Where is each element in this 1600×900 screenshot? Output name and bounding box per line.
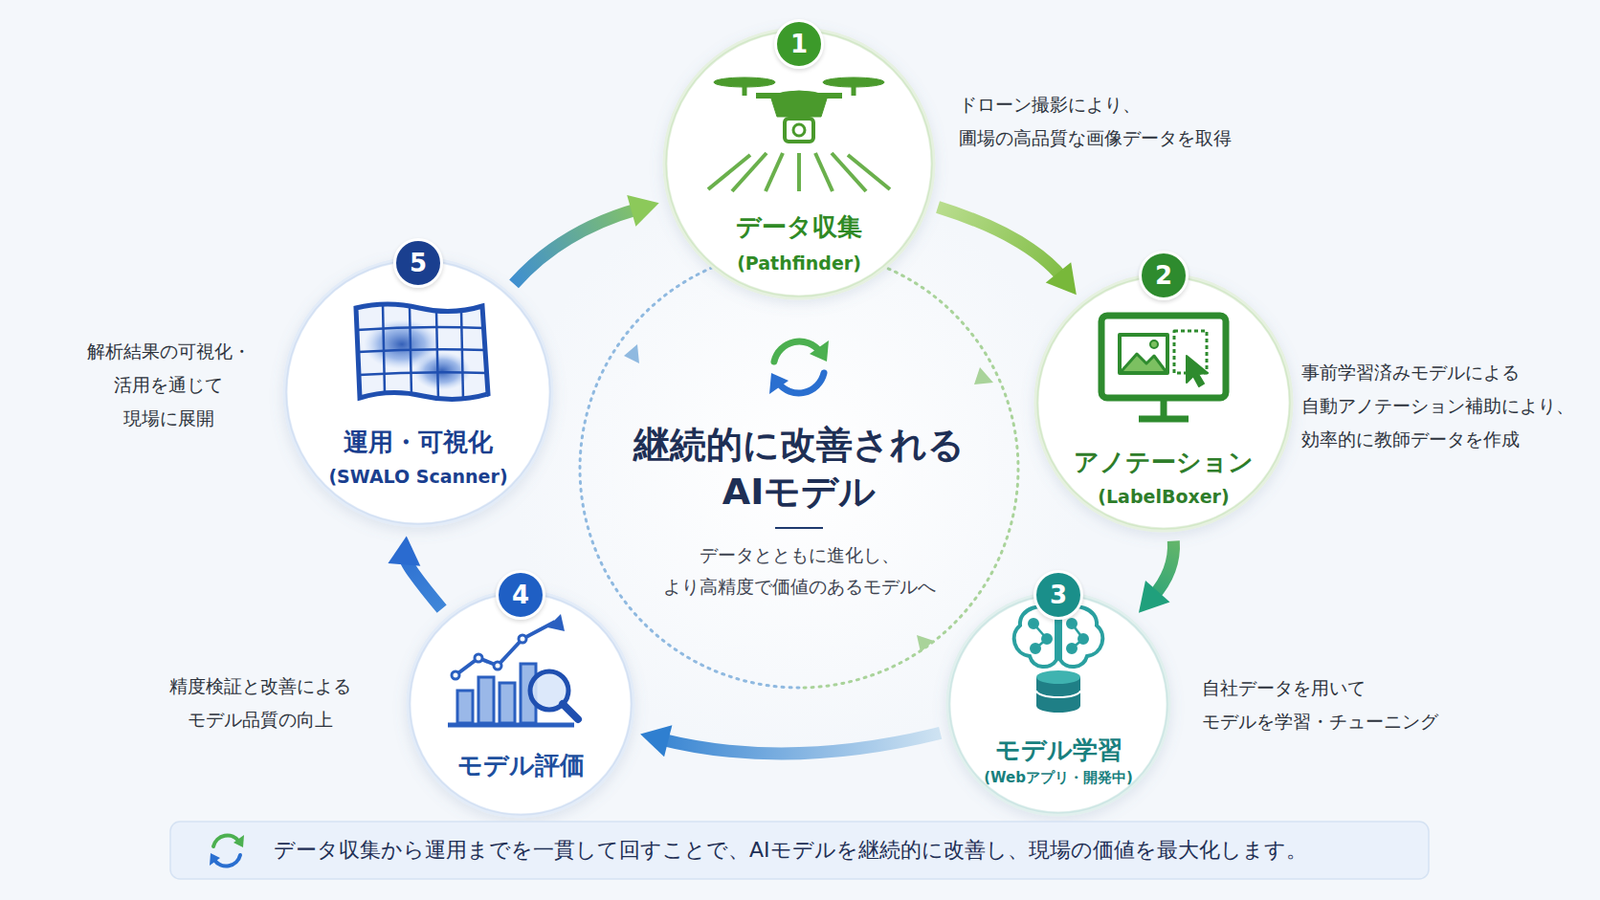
callout-number: 1: [774, 19, 824, 69]
cycle-arrow: [1138, 541, 1175, 614]
callout-number: 2: [1138, 250, 1189, 301]
arrowhead: [640, 725, 672, 757]
monitor-icon: [1101, 315, 1226, 420]
description-note: 自社データを用いて モデルを学習・チューニング: [1201, 671, 1443, 739]
description-note: 解析結果の可視化・ 活用を通じて 現場に展開: [85, 334, 253, 436]
node-subtitle: (SWALO Scanner): [328, 466, 508, 488]
node-title: アノテーション: [1073, 445, 1254, 480]
arrow-shaft: [513, 208, 639, 285]
description-note: 精度検証と改善による モデル品質の向上: [167, 669, 354, 737]
step-circle-node: 5運用・可視化(SWALO Scanner): [285, 259, 552, 526]
cycle-icon: [769, 340, 829, 395]
cycle-arrow: [513, 195, 660, 285]
circle-outline: [579, 249, 1019, 689]
drone-icon: [708, 77, 890, 192]
arrow-shaft: [660, 733, 940, 755]
caption-bar: [170, 822, 1429, 880]
chart-icon: [447, 614, 578, 726]
cycle-arrow: [387, 536, 442, 610]
center-dotted-ring: [579, 249, 1019, 689]
node-title: データ収集: [735, 210, 863, 245]
circle-border: [1037, 276, 1290, 530]
arrow-shaft: [937, 206, 1064, 279]
arrow-shaft: [1152, 541, 1174, 599]
circle-border: [666, 30, 933, 297]
caption: データ収集から運用までを一貫して回すことで、AIモデルを継続的に改善し、現場の価…: [273, 836, 1308, 866]
heatmap-icon: [355, 304, 489, 400]
node-title: 運用・可視化: [343, 425, 493, 460]
callout-number: 4: [495, 570, 546, 621]
caption-cycle-icon: [209, 835, 245, 867]
description-note: 事前学習済みモデルによる 自動アノテーション補助により、 効率的に教師データを作…: [1301, 355, 1578, 457]
center-body: データとともに進化し、 より高精度で価値のあるモデルへ: [661, 539, 938, 604]
node-subtitle: (LabelBoxer): [1097, 486, 1229, 508]
step-circle-node: 4モデル評価: [408, 592, 633, 817]
node-title: モデル評価: [457, 749, 585, 783]
cycle-arrow: [937, 206, 1077, 295]
node-subtitle: (Pathfinder): [736, 252, 862, 274]
node-title: モデル学習: [995, 733, 1123, 768]
callout-number: 3: [1033, 570, 1084, 621]
arrowhead: [1045, 262, 1077, 295]
circle-outline: [408, 592, 633, 817]
callout-number: 5: [393, 238, 444, 289]
arrowhead: [1138, 580, 1171, 614]
step-circle-node: 3モデル学習(Webアプリ・開発中): [948, 594, 1169, 815]
step-circle-node: 1データ収集(Pathfinder): [665, 29, 934, 298]
step-circle-node: 2アノテーション(LabelBoxer): [1036, 275, 1291, 531]
arrowhead: [626, 195, 659, 227]
circle-border: [949, 595, 1168, 814]
center-circle-node: 継続的に改善される AIモデルデータとともに進化し、 より高精度で価値のあるモデ…: [579, 249, 1019, 689]
arrowhead: [387, 536, 421, 567]
node-subtitle: (Webアプリ・開発中): [983, 769, 1134, 788]
brain-db-icon: [1014, 606, 1104, 713]
circle-border: [286, 260, 551, 525]
center-title: 継続的に改善される AIモデル: [631, 422, 967, 517]
cycle-arrow: [640, 725, 941, 757]
description-note: ドローン撮影により、 圃場の高品質な画像データを取得: [958, 88, 1236, 156]
circle-border: [409, 593, 632, 816]
node-circles: [285, 29, 1291, 817]
divider: [775, 527, 823, 530]
